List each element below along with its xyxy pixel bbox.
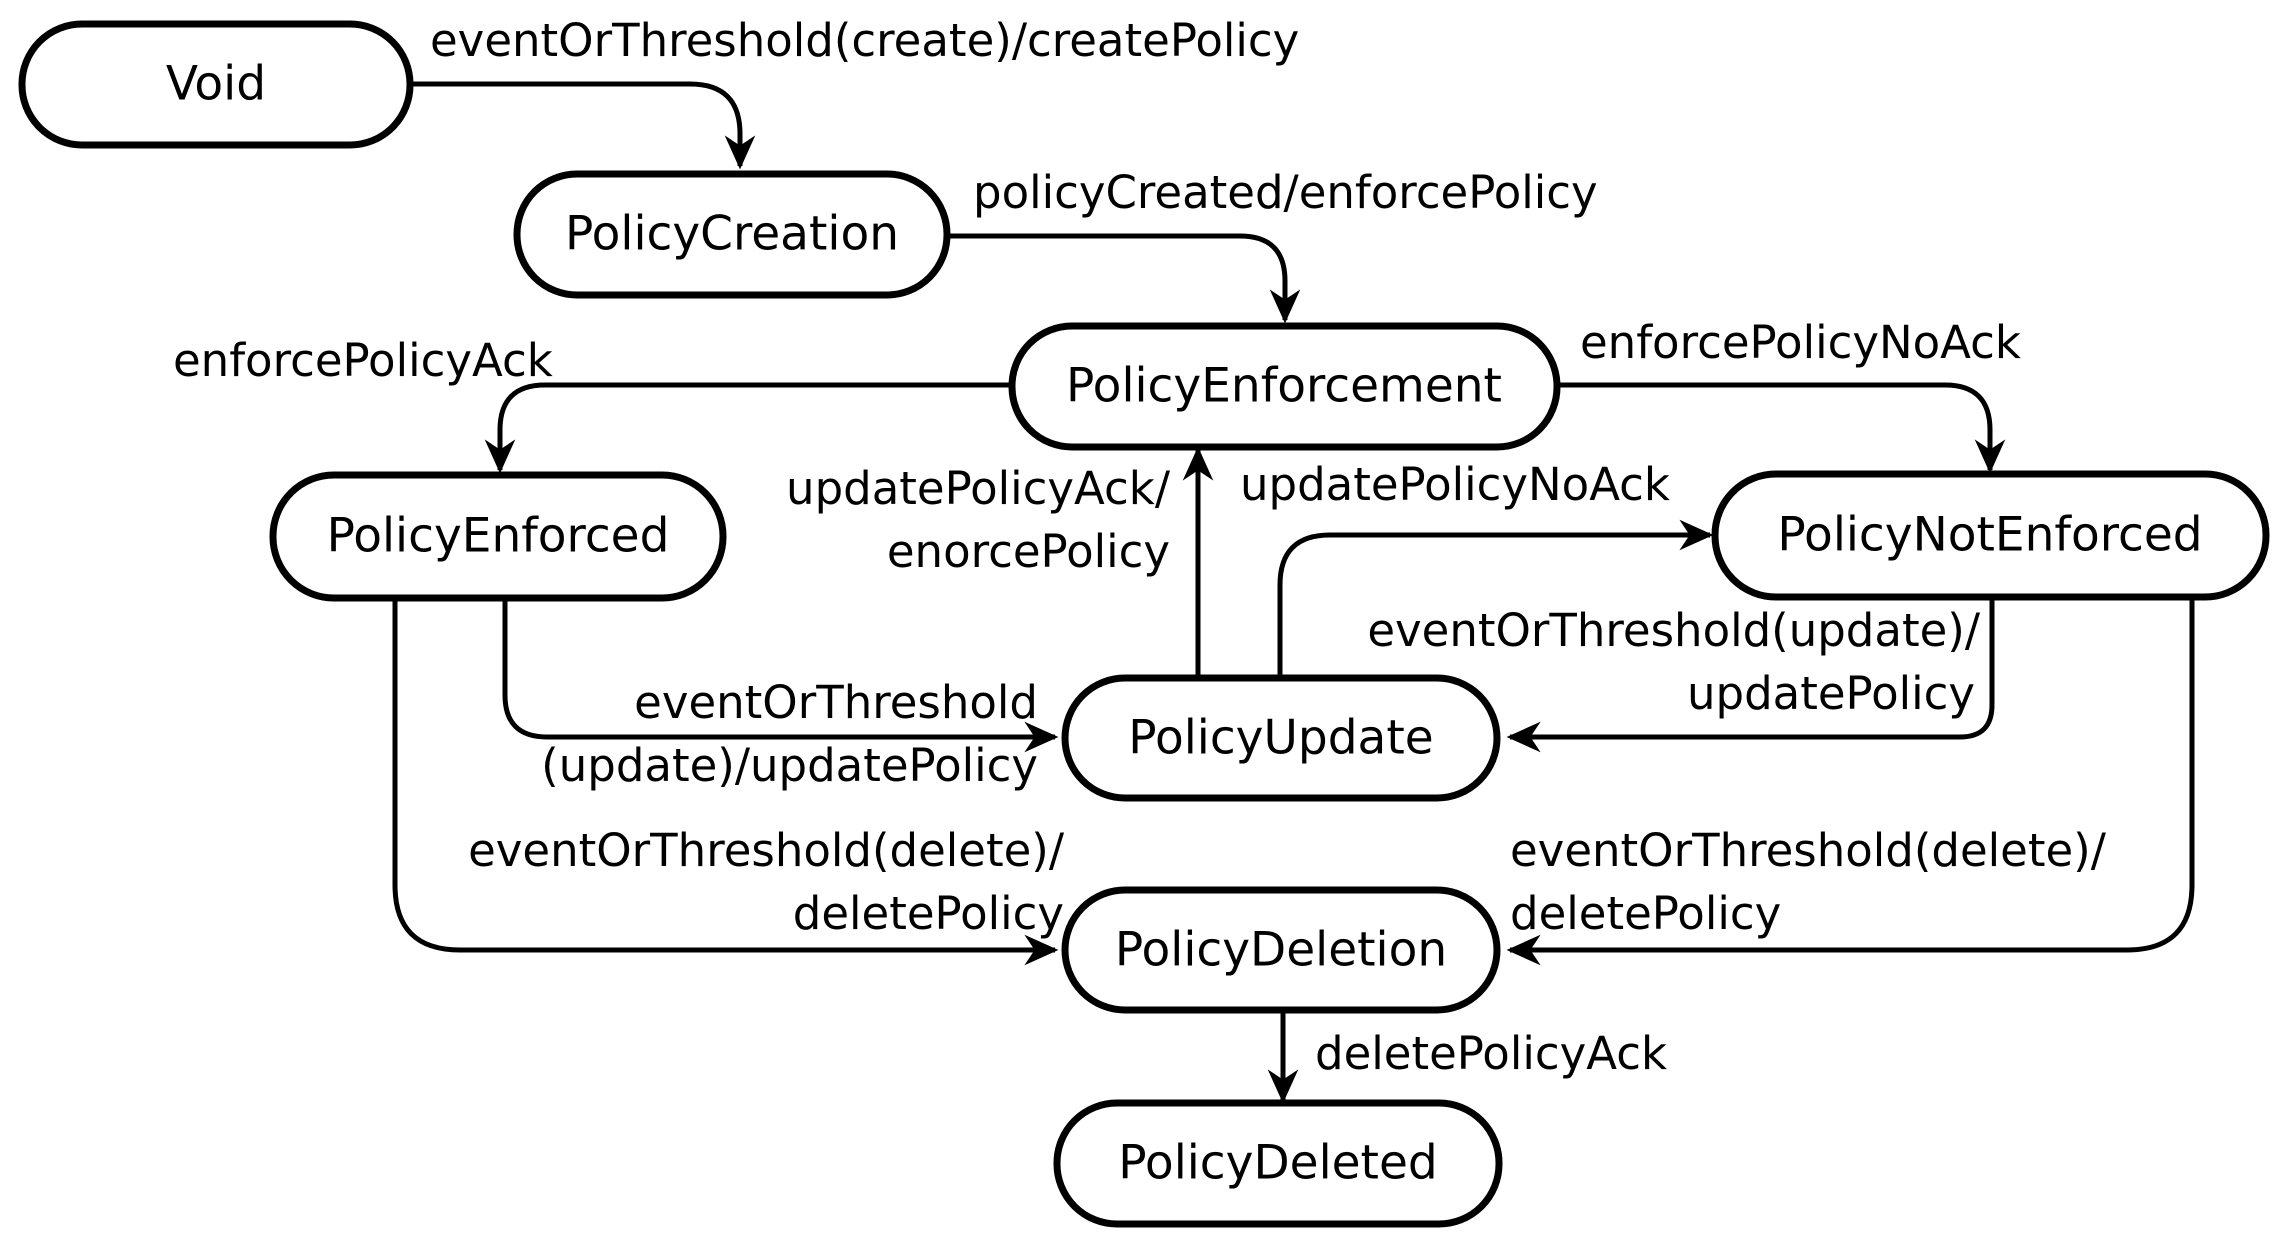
- state-policy-creation-label: PolicyCreation: [565, 207, 899, 262]
- label-not-enforced-to-deletion-line1: eventOrThreshold(delete)/: [1510, 824, 2107, 877]
- label-update-to-enforcement-line2: enorcePolicy: [887, 525, 1170, 578]
- state-policy-deletion-box: [1061, 886, 1501, 1014]
- state-policy-update-box: [1061, 674, 1501, 802]
- edge-enforced-to-deletion: [392, 600, 1059, 966]
- state-policy-update-label: PolicyUpdate: [1128, 711, 1433, 766]
- state-policy-enforced: PolicyEnforced: [269, 471, 727, 602]
- edge-enforcement-to-enforced: [484, 382, 1010, 474]
- state-void: Void: [18, 20, 414, 149]
- state-policy-update: PolicyUpdate: [1061, 674, 1501, 802]
- edge-update-to-not-enforced: [1277, 519, 1714, 675]
- edge-void-to-creation: [413, 81, 756, 170]
- state-policy-enforced-label: PolicyEnforced: [327, 509, 670, 564]
- label-not-enforced-to-deletion-line2: deletePolicy: [1510, 887, 1781, 940]
- transition-labels: eventOrThreshold(create)/createPolicy po…: [173, 14, 2107, 1080]
- state-void-box: [18, 20, 414, 149]
- label-enforced-to-deletion-line2: deletePolicy: [793, 887, 1064, 940]
- state-policy-not-enforced-box: [1711, 470, 2270, 601]
- label-creation-to-enforcement: policyCreated/enforcePolicy: [973, 166, 1598, 219]
- edge-not-enforced-to-deletion: [1506, 600, 2195, 966]
- state-void-label: Void: [166, 57, 266, 112]
- state-policy-creation: PolicyCreation: [513, 170, 951, 299]
- state-policy-creation-box: [513, 170, 951, 299]
- label-update-to-enforcement-line1: updatePolicyAck/: [786, 462, 1171, 515]
- state-policy-deletion: PolicyDeletion: [1061, 886, 1501, 1014]
- label-update-to-not-enforced: updatePolicyNoAck: [1240, 458, 1670, 511]
- label-deletion-to-deleted: deletePolicyAck: [1315, 1027, 1667, 1080]
- label-not-enforced-to-update-line2: updatePolicy: [1687, 667, 1975, 720]
- label-enforcement-to-not-enforced: enforcePolicyNoAck: [1580, 316, 2021, 369]
- label-enforced-to-update-line1: eventOrThreshold: [634, 676, 1038, 729]
- label-not-enforced-to-update-line1: eventOrThreshold(update)/: [1367, 604, 1981, 657]
- state-policy-deleted: PolicyDeleted: [1053, 1099, 1503, 1228]
- state-policy-not-enforced-label: PolicyNotEnforced: [1777, 508, 2202, 563]
- edge-creation-to-enforcement: [950, 233, 1301, 324]
- state-policy-enforcement-label: PolicyEnforcement: [1066, 359, 1502, 414]
- state-policy-deletion-label: PolicyDeletion: [1115, 923, 1447, 978]
- state-policy-enforcement: PolicyEnforcement: [1008, 322, 1561, 451]
- state-policy-enforced-box: [269, 471, 727, 602]
- label-enforcement-to-enforced: enforcePolicyAck: [173, 334, 553, 387]
- state-policy-deleted-label: PolicyDeleted: [1118, 1136, 1437, 1191]
- edge-enforcement-to-not-enforced: [1557, 382, 2006, 474]
- transitions: [392, 81, 2195, 1104]
- state-policy-enforcement-box: [1008, 322, 1561, 451]
- label-enforced-to-update-line2: (update)/updatePolicy: [541, 739, 1038, 792]
- edge-not-enforced-to-update: [1506, 600, 1995, 753]
- state-policy-not-enforced: PolicyNotEnforced: [1711, 470, 2270, 601]
- label-void-to-creation: eventOrThreshold(create)/createPolicy: [430, 14, 1299, 67]
- state-policy-deleted-box: [1053, 1099, 1503, 1228]
- edge-enforced-to-update: [502, 600, 1059, 753]
- label-enforced-to-deletion-line1: eventOrThreshold(delete)/: [468, 824, 1065, 877]
